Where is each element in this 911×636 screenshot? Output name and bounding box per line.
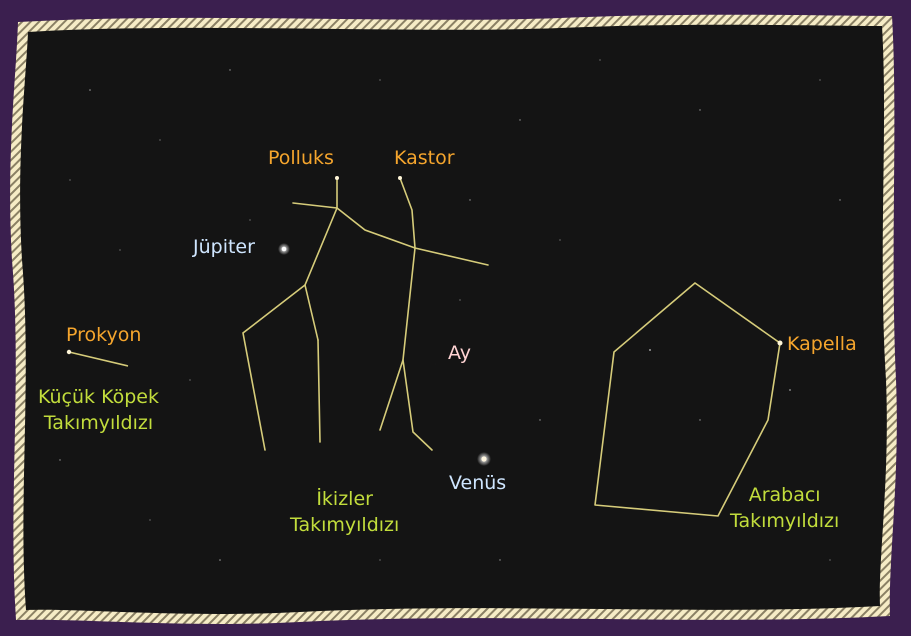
moon-label: Ay (448, 342, 471, 364)
canis-minor-label-line-1: Küçük Köpek (38, 386, 159, 408)
venus-label: Venüs (449, 472, 506, 494)
auriga-label: Arabacı Takımyıldızı (730, 484, 839, 532)
gemini-label: İkizler Takımyıldızı (290, 488, 399, 536)
capella-label: Kapella (787, 333, 857, 355)
auriga-label-line-2: Takımyıldızı (730, 510, 839, 532)
castor-label: Kastor (394, 147, 455, 169)
pollux-label: Polluks (268, 147, 334, 169)
procyon-label: Prokyon (66, 324, 141, 346)
gemini-label-line-2: Takımyıldızı (290, 514, 399, 536)
castor-star (398, 176, 402, 180)
pollux-star (335, 176, 339, 180)
jupiter-dot (282, 247, 287, 252)
gemini-label-line-1: İkizler (290, 488, 399, 510)
canis-minor-label-line-2: Takımyıldızı (38, 412, 159, 434)
procyon-star (67, 350, 71, 354)
auriga-label-line-1: Arabacı (730, 484, 839, 506)
jupiter-label: Jüpiter (193, 236, 255, 258)
venus-dot (481, 456, 486, 461)
capella-star (778, 341, 783, 346)
canis-minor-label: Küçük Köpek Takımyıldızı (38, 386, 159, 434)
